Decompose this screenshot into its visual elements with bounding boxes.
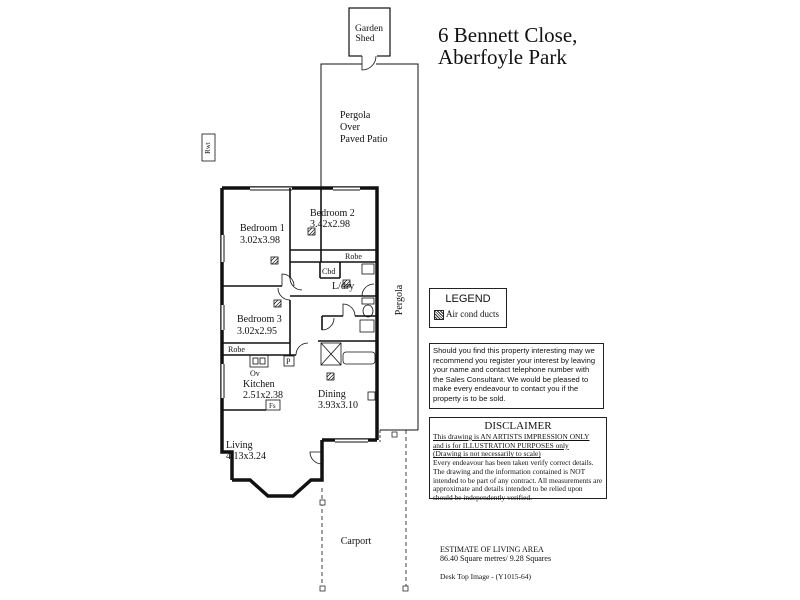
garden-shed-label-2: Shed <box>356 34 375 44</box>
image-reference: Desk Top Image - (Y1015-64) <box>440 572 531 581</box>
room-size-dining: 3.93x3.10 <box>318 400 358 411</box>
room-size-bedroom-2: 3.42x2.98 <box>310 219 350 230</box>
rwt-label: Rwt <box>204 142 212 154</box>
room-name-bedroom-3: Bedroom 3 <box>237 314 282 325</box>
legend: LEGEND Air cond ducts <box>429 288 507 328</box>
room-size-bedroom-1: 3.02x3.98 <box>240 235 280 246</box>
carport-label: Carport <box>341 536 372 547</box>
room-size-bedroom-3: 3.02x2.95 <box>237 326 277 337</box>
room-name-living: Living <box>226 440 253 451</box>
disclaimer-heading: DISCLAIMER <box>484 420 552 432</box>
air-duct-swatch-icon <box>434 310 444 320</box>
pantry-label: P <box>286 357 291 366</box>
pergola-patio-label-3: Paved Patio <box>340 134 388 145</box>
garden-shed: Garden Shed <box>348 7 391 71</box>
legend-item: Air cond ducts <box>446 309 499 319</box>
living-area-estimate: ESTIMATE OF LIVING AREA 86.40 Square met… <box>440 545 551 563</box>
room-size-living: 4.13x3.24 <box>226 451 266 462</box>
property-address: 6 Bennett Close, Aberfoyle Park <box>438 24 577 68</box>
room-size-kitchen: 2.51x2.38 <box>243 390 283 401</box>
disclaimer-line-3: (Drawing is not necessarily to scale) <box>433 449 541 459</box>
robe-bed3-label: Robe <box>228 345 245 354</box>
garden-shed-label-1: Garden <box>355 24 383 34</box>
rainwater-tank: Rwt <box>201 133 216 162</box>
room-name-bedroom-2: Bedroom 2 <box>310 208 355 219</box>
side-pergola-label: Pergola <box>394 284 405 315</box>
robe-bed2-label: Robe <box>345 252 362 261</box>
disclaimer-line-2: and is for ILLUSTRATION PURPOSES only <box>433 440 569 450</box>
address-line-2: Aberfoyle Park <box>438 45 567 69</box>
pergola-patio: Pergola Over Paved Patio <box>320 63 419 431</box>
room-name-dining: Dining <box>318 389 346 400</box>
disclaimer-body: Every endeavour has been taken verify co… <box>433 458 603 502</box>
living-area-heading: ESTIMATE OF LIVING AREA <box>440 545 544 554</box>
address-line-1: 6 Bennett Close, <box>438 23 578 47</box>
fridge-space-label: Fs <box>269 402 276 410</box>
disclaimer-line-1: This drawing is AN ARTISTS IMPRESSION ON… <box>433 432 590 441</box>
room-name-kitchen: Kitchen <box>243 379 275 390</box>
pergola-patio-label-1: Pergola <box>340 110 371 121</box>
living-area-value: 86.40 Square metres/ 9.28 Squares <box>440 554 552 563</box>
carport: Carport <box>319 430 409 592</box>
room-labels: Bedroom 1 3.02x3.98 Bedroom 2 3.42x2.98 … <box>226 208 362 462</box>
house-walls <box>220 186 379 498</box>
air-cond-ducts <box>270 227 351 381</box>
disclaimer-box: DISCLAIMER This drawing is AN ARTISTS IM… <box>429 417 607 502</box>
room-name-bedroom-1: Bedroom 1 <box>240 223 285 234</box>
laundry-label: L/dry <box>332 281 354 292</box>
cbd-label: Cbd <box>322 267 335 276</box>
pergola-patio-label-2: Over <box>340 122 361 133</box>
interest-notice: Should you find this property interestin… <box>429 343 604 409</box>
legend-title: LEGEND <box>445 293 491 305</box>
oven-label: Ov <box>250 369 260 378</box>
